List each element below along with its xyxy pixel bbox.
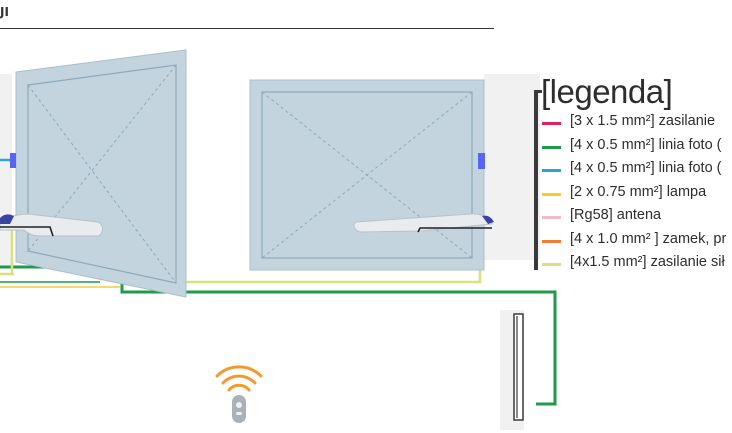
legend-label: [4 x 0.5 mm²] linia foto ( [570, 136, 722, 153]
legend-swatch-lamp [542, 192, 561, 196]
legend-label: [4 x 0.5 mm²] linia foto ( [570, 160, 722, 176]
wifi-signal-icon [215, 365, 263, 392]
legend-swatch-lock [542, 239, 561, 243]
key-switch-body [513, 313, 524, 421]
photocell-right [478, 153, 485, 169]
legend-item: [3 x 1.5 mm²] zasilanie [542, 112, 732, 136]
left-actuator-rod [0, 226, 54, 237]
legend-label: [4 x 1.0 mm² ] zamek, pr [570, 230, 727, 247]
left-actuator-cap [0, 214, 14, 224]
legend-swatch-power [542, 122, 561, 125]
legend-label: [Rg58] antena [570, 207, 662, 223]
right-actuator-cap [482, 215, 494, 224]
legend-swatch-photo-1 [542, 145, 561, 149]
remote-control-icon [232, 395, 246, 423]
left-gate-inner-frame [27, 64, 177, 284]
legend-swatch-photo-2 [542, 169, 561, 172]
legend-swatch-antenna [542, 216, 561, 219]
left-gate-leaf [15, 49, 187, 298]
page-heading: JI [0, 5, 9, 19]
legend-label: [2 x 0.75 mm²] lampa [570, 183, 707, 200]
legend-list: [3 x 1.5 mm²] zasilanie [4 x 0.5 mm²] li… [542, 112, 732, 277]
legend-item: [Rg58] antena [542, 206, 732, 230]
legend-item: [4 x 0.5 mm²] linia foto ( [542, 136, 732, 160]
left-pillar [0, 74, 12, 268]
legend-bracket-tick [534, 90, 542, 93]
legend-item: [4x1.5 mm²] zasilanie sił [542, 253, 732, 277]
legend-item: [2 x 0.75 mm²] lampa [542, 183, 732, 207]
legend-swatch-motor-power [542, 263, 561, 266]
heading-divider [0, 28, 494, 29]
legend-title: [legenda] [541, 73, 673, 110]
left-gate-cross-a [27, 84, 177, 284]
right-gate-inner-frame [261, 91, 473, 259]
right-gate-cross-b [261, 91, 473, 259]
legend-label: [4x1.5 mm²] zasilanie sił [570, 254, 725, 270]
right-actuator-rod [417, 227, 492, 233]
legend-label: [3 x 1.5 mm²] zasilanie [570, 113, 716, 129]
legend-bracket [534, 90, 538, 270]
legend-item: [4 x 0.5 mm²] linia foto ( [542, 159, 732, 183]
left-actuator-arm [0, 213, 103, 237]
photocell-left [10, 153, 16, 168]
legend-item: [4 x 1.0 mm² ] zamek, pr [542, 230, 732, 254]
right-pillar [484, 74, 540, 260]
